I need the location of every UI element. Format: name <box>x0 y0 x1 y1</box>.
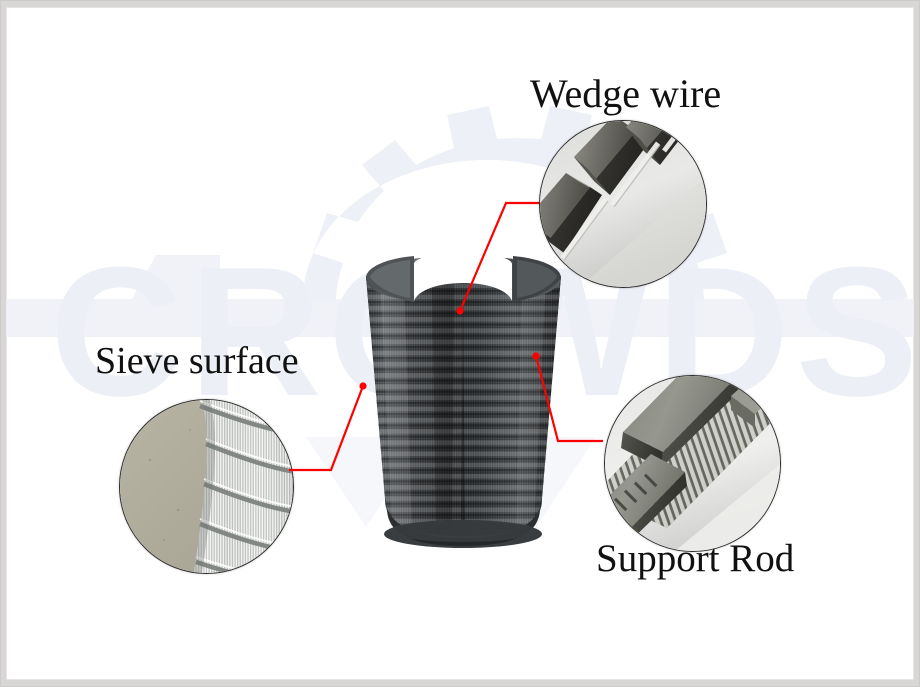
detail-circle-wedge-wire <box>539 120 707 288</box>
image-canvas: CROWDS <box>6 7 914 680</box>
leader-dot-sieve-surface <box>359 382 367 390</box>
label-wedge-wire: Wedge wire <box>530 71 722 116</box>
sieve-surface-photo <box>120 400 293 573</box>
support-rod-photo <box>605 376 780 551</box>
wedge-wire-photo <box>540 121 706 287</box>
leader-lines <box>289 201 603 472</box>
label-support-rod: Support Rod <box>596 537 795 580</box>
leader-support-rod <box>534 355 603 443</box>
wedge-wire-basket <box>336 250 591 560</box>
detail-circle-support-rod <box>604 375 781 552</box>
leader-dot-support-rod <box>532 352 540 360</box>
leader-sieve-surface <box>289 385 365 472</box>
leader-wedge-wire <box>458 201 539 312</box>
leader-dot-wedge-wire <box>456 307 464 315</box>
detail-circle-sieve-surface <box>119 399 294 574</box>
label-sieve-surface: Sieve surface <box>95 340 299 382</box>
